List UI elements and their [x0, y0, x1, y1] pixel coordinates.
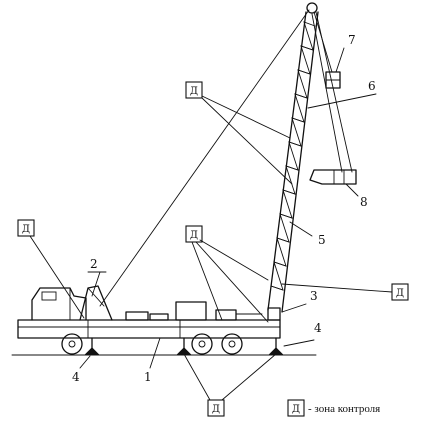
svg-text:4: 4: [72, 370, 80, 384]
outrigger-jacks: [84, 337, 284, 355]
callout-4-left: 4: [72, 355, 91, 384]
svg-text:5: 5: [318, 233, 326, 247]
callout-8: 8: [345, 183, 368, 209]
lattice-mast: [267, 11, 319, 313]
svg-text:2: 2: [90, 257, 98, 271]
zone-marker-middle: Д: [185, 225, 269, 323]
svg-text:7: 7: [348, 33, 356, 47]
svg-text:6: 6: [368, 79, 376, 93]
svg-text:Д: Д: [190, 230, 198, 241]
crown-block: [306, 2, 318, 14]
svg-text:Д: Д: [212, 404, 220, 415]
callout-7: 7: [335, 33, 356, 73]
working-platform: [309, 169, 357, 185]
svg-text:Д: Д: [22, 224, 30, 235]
callout-5: 5: [289, 221, 326, 247]
mast-base: [267, 307, 281, 321]
svg-text:1: 1: [144, 370, 152, 384]
zone-marker-left: Д: [17, 219, 85, 319]
callout-3: 3: [281, 289, 318, 313]
svg-text:Д: Д: [190, 86, 198, 97]
callout-4-right: 4: [283, 321, 322, 347]
legend: Д - зона контроля: [287, 399, 380, 417]
svg-text:8: 8: [360, 195, 368, 209]
guy-line: [99, 9, 310, 307]
carrier-frame: [17, 319, 281, 339]
deck-equipment: [125, 301, 263, 321]
traveling-block: [325, 71, 341, 89]
legend-text: - зона контроля: [308, 403, 380, 415]
callout-2: 2: [87, 257, 107, 297]
callout-6: 6: [307, 79, 377, 109]
svg-text:4: 4: [314, 321, 322, 335]
wheels: [61, 333, 243, 355]
zone-marker-bottom: Д: [183, 353, 277, 417]
zone-marker-right: Д: [281, 283, 409, 301]
mast-rest-frame: [79, 285, 113, 321]
zone-marker-top: Д: [185, 81, 293, 185]
svg-text:Д: Д: [396, 288, 404, 299]
svg-text:3: 3: [310, 289, 318, 303]
legend-marker: Д: [292, 404, 300, 415]
callout-1: 1: [144, 337, 161, 384]
hoisting-lines: [311, 11, 353, 173]
truck-cab: [31, 287, 87, 321]
